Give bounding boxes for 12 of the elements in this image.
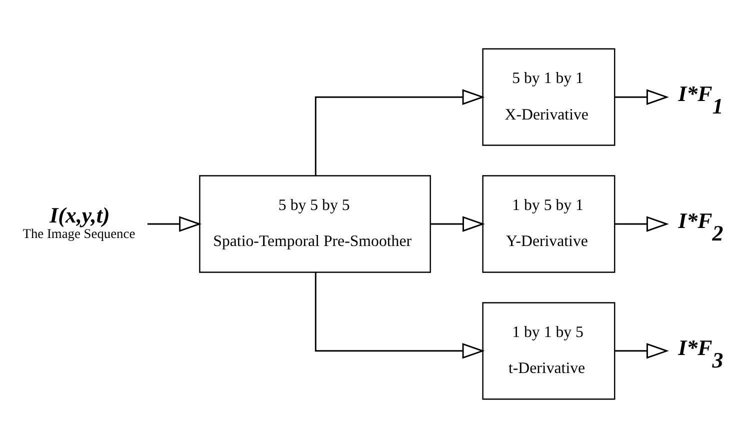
- arrow: [614, 216, 669, 232]
- arrow: [314, 272, 485, 359]
- arrow: [314, 89, 485, 176]
- arrow: [430, 216, 485, 232]
- node-text: I(x,y,t): [50, 202, 110, 228]
- node-box: 1 by 5 by 1 Y-Derivative: [482, 175, 616, 273]
- node-box: 5 by 5 by 5 Spatio-Temporal Pre-Smoother: [199, 175, 431, 273]
- node-box: 1 by 1 by 5 t-Derivative: [482, 302, 616, 400]
- arrow: [614, 89, 669, 105]
- node-box: 5 by 1 by 1 X-Derivative: [482, 48, 616, 146]
- arrow: [614, 343, 669, 359]
- arrow: [147, 216, 202, 232]
